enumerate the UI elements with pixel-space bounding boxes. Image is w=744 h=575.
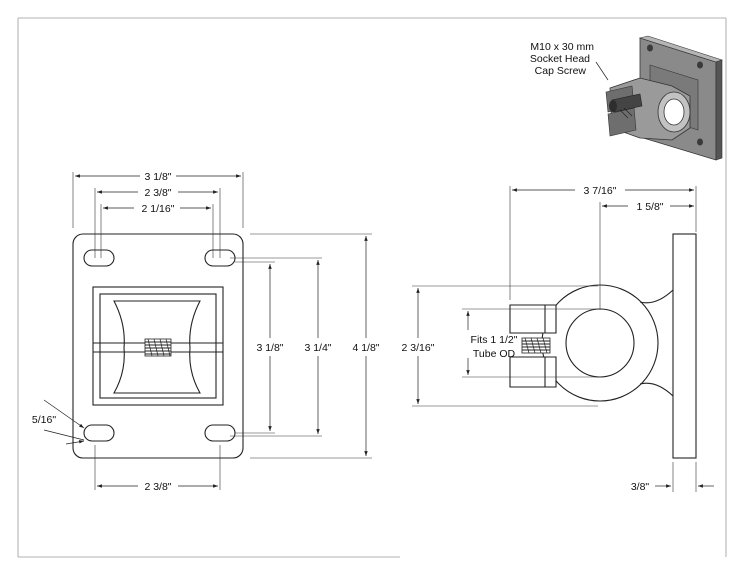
dim-hole-spacing-top-inner: 2 1/16" (142, 203, 175, 215)
screw-thread-front (144, 338, 172, 357)
front-plate-outline (72, 233, 244, 459)
callout-leader (595, 61, 609, 81)
screw-thread-side (521, 337, 551, 354)
clamp-block-inner (99, 293, 217, 399)
dim-slot-width: 5/16" (32, 414, 56, 426)
dim-hole-spacing-bottom: 2 3/8" (144, 481, 171, 493)
callout-line-3: Cap Screw (535, 65, 587, 77)
clamp-block-outer (92, 286, 224, 406)
front-view (72, 233, 244, 459)
drawing-border (17, 17, 727, 558)
web-top (639, 289, 674, 304)
dim-hole-spacing-vertical-outer: 3 1/4" (304, 342, 331, 354)
dim-overall-depth: 3 7/16" (584, 185, 617, 197)
dim-plate-thickness: 3/8" (631, 481, 650, 493)
slot-bottom-right (204, 424, 236, 442)
dim-overall-height: 4 1/8" (352, 342, 379, 354)
tube-fit-line-1: Fits 1 1/2" (471, 334, 518, 346)
isometric-render (605, 35, 723, 161)
side-view-dimensions: 3 7/16" 1 5/8" 2 3/16" Fits 1 1/2" Tube … (402, 185, 714, 493)
screw-callout: M10 x 30 mm Socket Head Cap Screw (530, 41, 609, 81)
tube-fit-line-2: Tube OD (473, 348, 516, 360)
clamp-ring-inner (565, 308, 635, 378)
dim-hole-spacing-vertical-inner: 3 1/8" (256, 342, 283, 354)
front-view-dimensions: 3 1/8" 2 3/8" 2 1/16" 5/16" 2 3/8" 3 1/8… (32, 171, 380, 493)
callout-line-2: Socket Head (530, 53, 590, 65)
dim-clamp-height: 2 3/16" (402, 342, 435, 354)
saddle-profile (113, 300, 201, 394)
slot-bottom-left (83, 424, 115, 442)
side-plate (672, 233, 697, 459)
side-view (509, 233, 697, 459)
callout-line-1: M10 x 30 mm (530, 41, 594, 53)
slot-top-left (83, 249, 115, 267)
dim-hole-spacing-top-outer: 2 3/8" (144, 187, 171, 199)
dim-clamp-offset: 1 5/8" (636, 201, 663, 213)
dim-overall-width: 3 1/8" (144, 171, 171, 183)
web-bottom (639, 382, 674, 397)
